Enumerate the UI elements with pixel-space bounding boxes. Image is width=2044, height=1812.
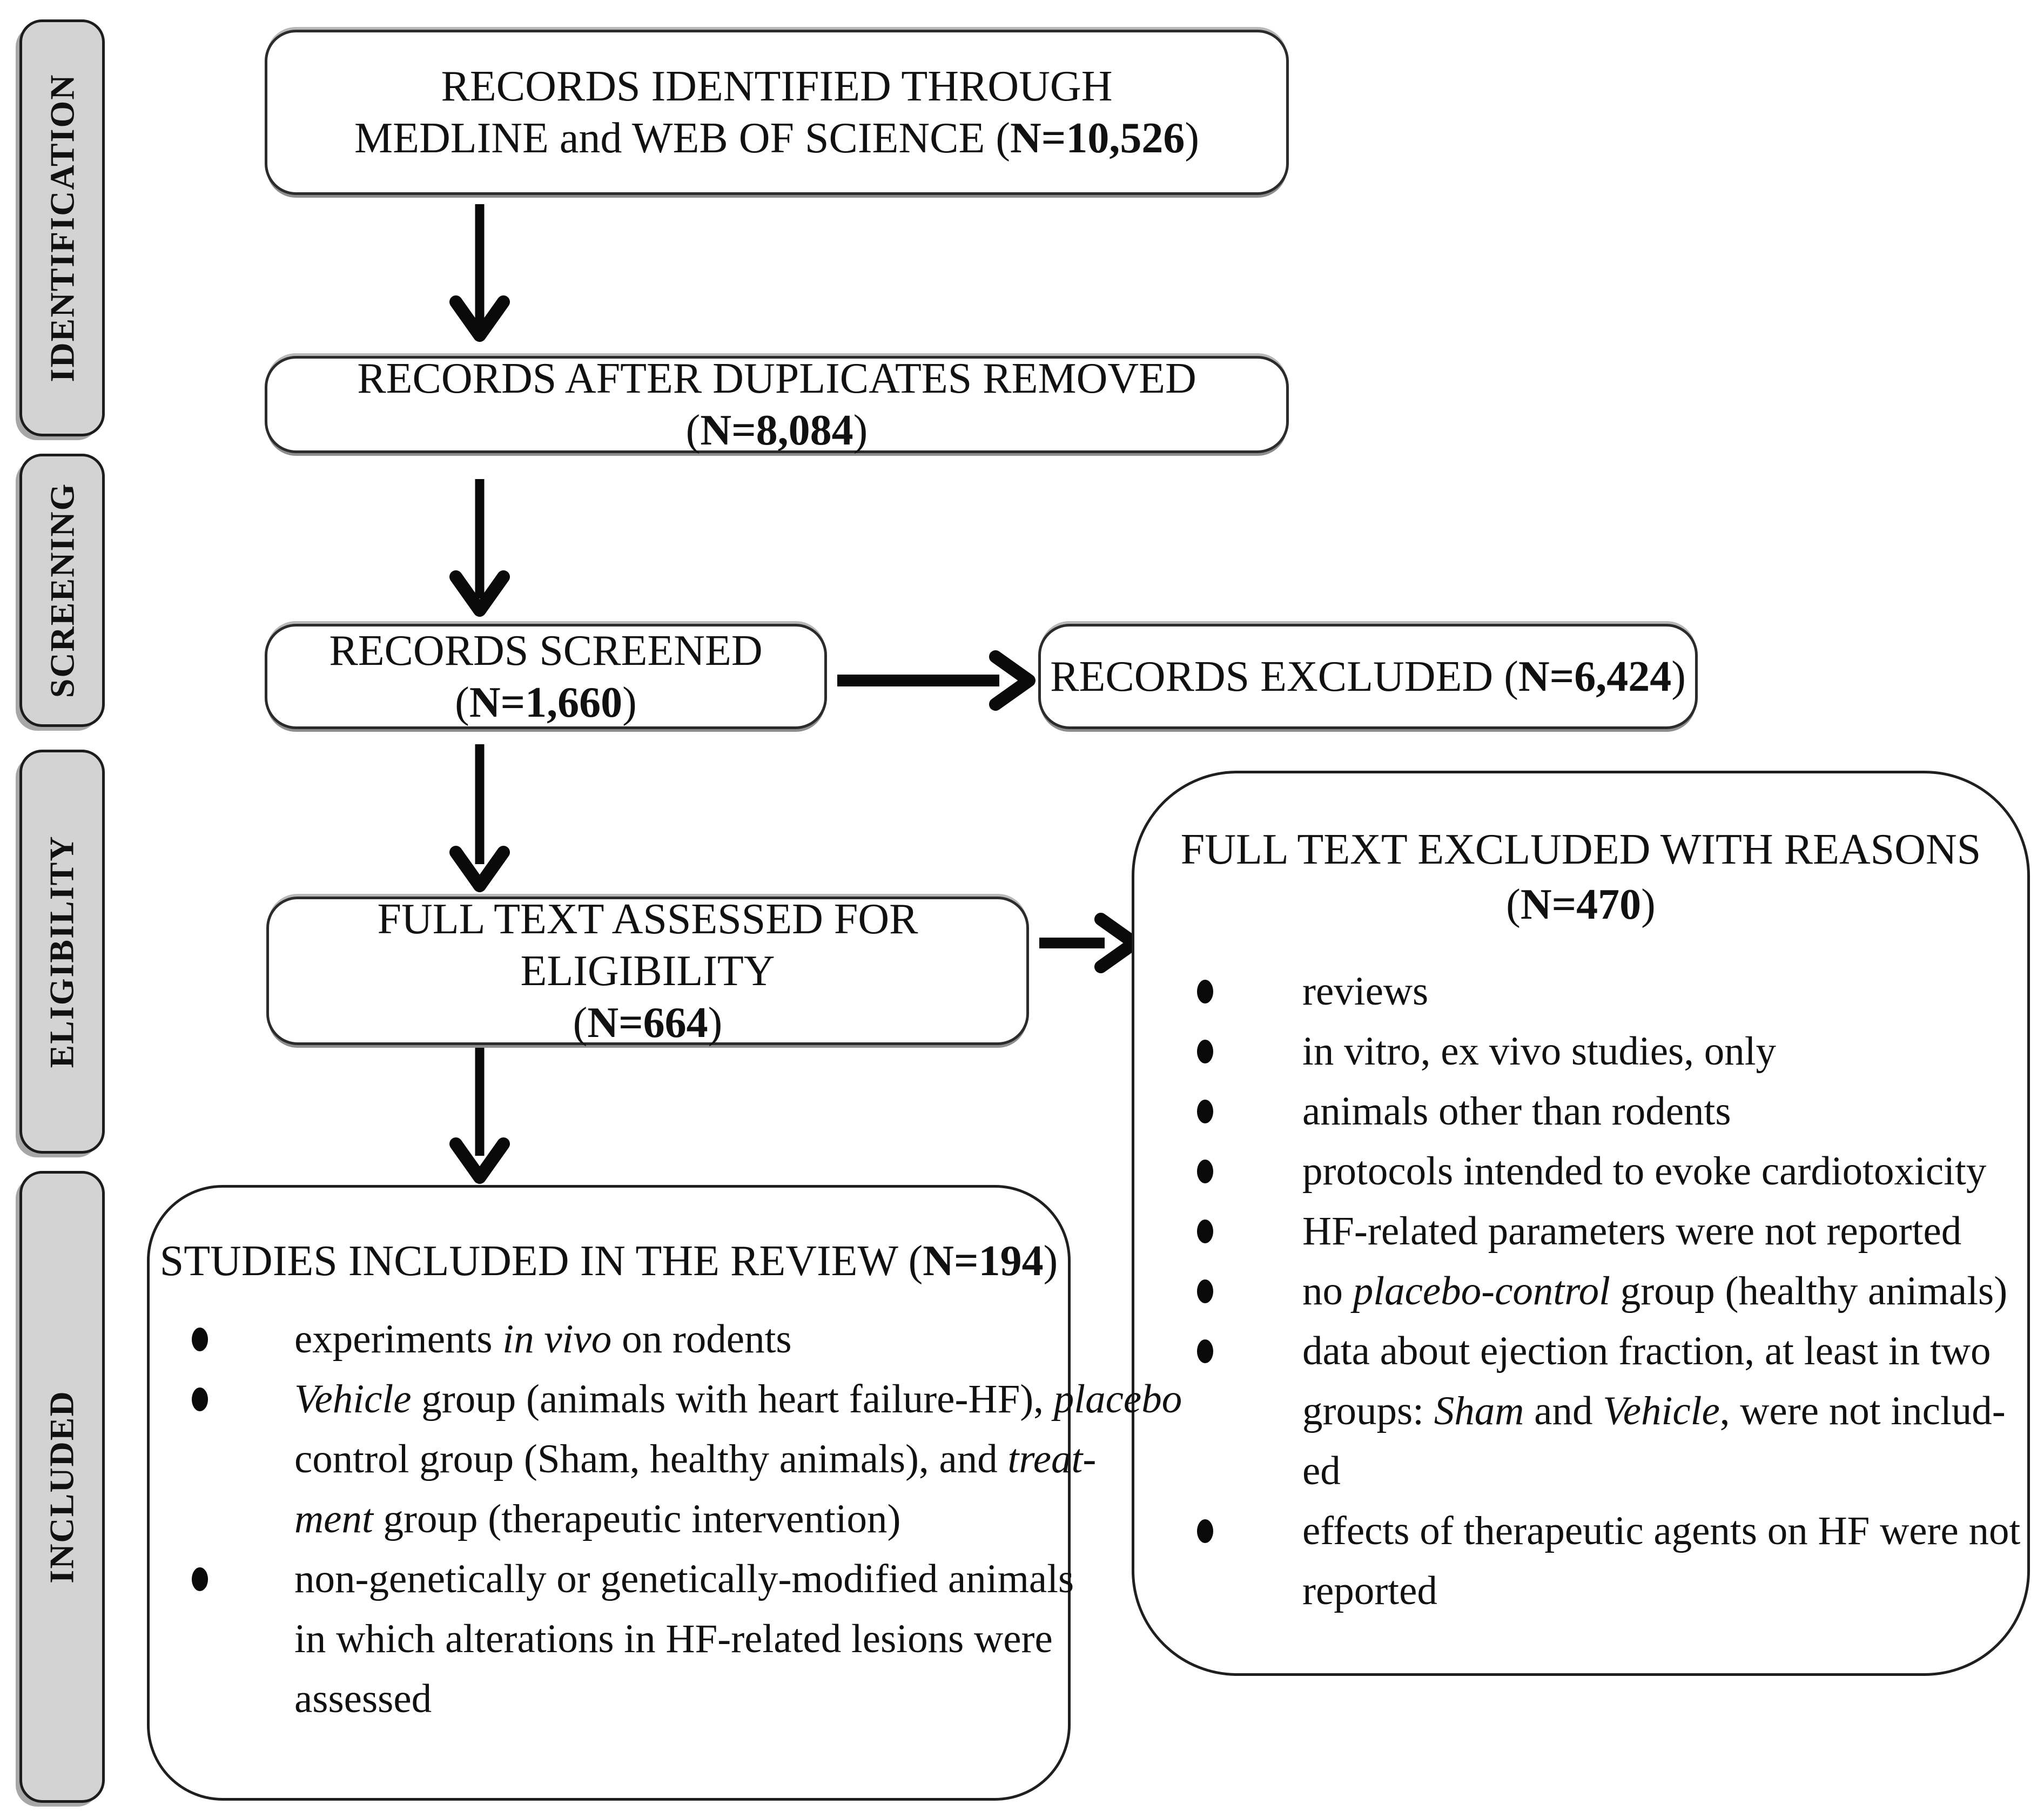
stage-label: IDENTIFICATION [43, 73, 81, 382]
list-item-continuation: in which alterations in HF-related lesio… [294, 1616, 1053, 1661]
stage-label: ELIGIBILITY [43, 835, 81, 1068]
text-line: FULL TEXT EXCLUDED WITH REASONS [1180, 826, 1981, 873]
list-item: experiments in vivo on rodents [150, 1309, 1068, 1369]
list-item-continuation: groups: Sham and Vehicle, were not inclu… [1302, 1389, 2006, 1433]
stage-screening: SCREENING [19, 454, 105, 727]
stage-label: SCREENING [43, 482, 81, 698]
list-item-continuation: reported [1302, 1568, 1437, 1613]
arrow-identified-to-duplicates [449, 204, 510, 342]
list-item-continuation: ment group (therapeutic intervention) [294, 1497, 901, 1541]
list-item: effects of therapeutic agents on HF were… [1134, 1501, 2027, 1561]
stage-eligibility: ELIGIBILITY [19, 750, 105, 1154]
text-line: RECORDS EXCLUDED (N=6,424) [1050, 652, 1686, 700]
text-line: (N=664) [573, 999, 723, 1047]
text-line: RECORDS AFTER DUPLICATES REMOVED (N=8,08… [357, 355, 1196, 454]
text-line: RECORDS IDENTIFIED THROUGH [441, 63, 1113, 110]
arrow-fulltext-to-included [449, 1048, 510, 1184]
arrow-duplicates-to-screened [449, 479, 510, 617]
list-item: no placebo-control group (healthy animal… [1134, 1261, 2027, 1321]
text-line: STUDIES INCLUDED IN THE REVIEW (N=194) [159, 1237, 1058, 1285]
box-full-text-excluded-reasons: FULL TEXT EXCLUDED WITH REASONS (N=470) r… [1132, 771, 2030, 1676]
box-records-excluded: RECORDS EXCLUDED (N=6,424) [1038, 624, 1698, 729]
box-title: RECORDS AFTER DUPLICATES REMOVED (N=8,08… [267, 353, 1286, 456]
arrow-fulltext-to-excluded-reasons [1039, 913, 1141, 973]
text-line: (N=470) [1506, 881, 1656, 928]
list-item: non-genetically or genetically-modified … [150, 1549, 1074, 1609]
list-item: reviews [1134, 961, 2027, 1021]
stage-identification: IDENTIFICATION [19, 19, 105, 436]
box-full-text-assessed: FULL TEXT ASSESSED FOR ELIGIBILITY(N=664… [266, 895, 1029, 1047]
box-title: STUDIES INCLUDED IN THE REVIEW (N=194) [150, 1234, 1068, 1289]
list-item: HF-related parameters were not reported [1134, 1201, 2027, 1261]
box-title: FULL TEXT EXCLUDED WITH REASONS (N=470) [1134, 822, 2027, 932]
list-item-continuation: control group (Sham, healthy animals), a… [294, 1437, 1097, 1481]
box-title: RECORDS EXCLUDED (N=6,424) [1050, 651, 1686, 703]
stage-included: INCLUDED [19, 1171, 105, 1803]
box-records-screened: RECORDS SCREENED (N=1,660) [265, 624, 827, 729]
list-item: in vitro, ex vivo studies, only [1134, 1021, 2027, 1081]
box-records-after-duplicates: RECORDS AFTER DUPLICATES REMOVED (N=8,08… [265, 353, 1289, 456]
text-line: FULL TEXT ASSESSED FOR ELIGIBILITY [377, 895, 918, 995]
stage-label: INCLUDED [43, 1390, 81, 1584]
list-item: animals other than rodents [1134, 1081, 2027, 1141]
arrow-screened-to-fulltext [449, 744, 510, 892]
text-line: MEDLINE and WEB OF SCIENCE (N=10,526) [354, 114, 1199, 162]
list-item: protocols intended to evoke cardiotoxici… [1134, 1141, 2027, 1201]
box-title: FULL TEXT ASSESSED FOR ELIGIBILITY(N=664… [269, 893, 1026, 1049]
box-studies-included: STUDIES INCLUDED IN THE REVIEW (N=194) e… [147, 1185, 1182, 1801]
list-item-continuation: ed [1302, 1449, 1341, 1493]
list-item-continuation: assessed [294, 1676, 432, 1721]
arrow-screened-to-excluded [837, 650, 1036, 711]
list-item: Vehicle group (animals with heart failur… [150, 1369, 1182, 1429]
text-line: RECORDS SCREENED (N=1,660) [329, 627, 763, 726]
box-title: RECORDS SCREENED (N=1,660) [267, 625, 824, 729]
list-item: data about ejection fraction, at least i… [1134, 1321, 2027, 1381]
